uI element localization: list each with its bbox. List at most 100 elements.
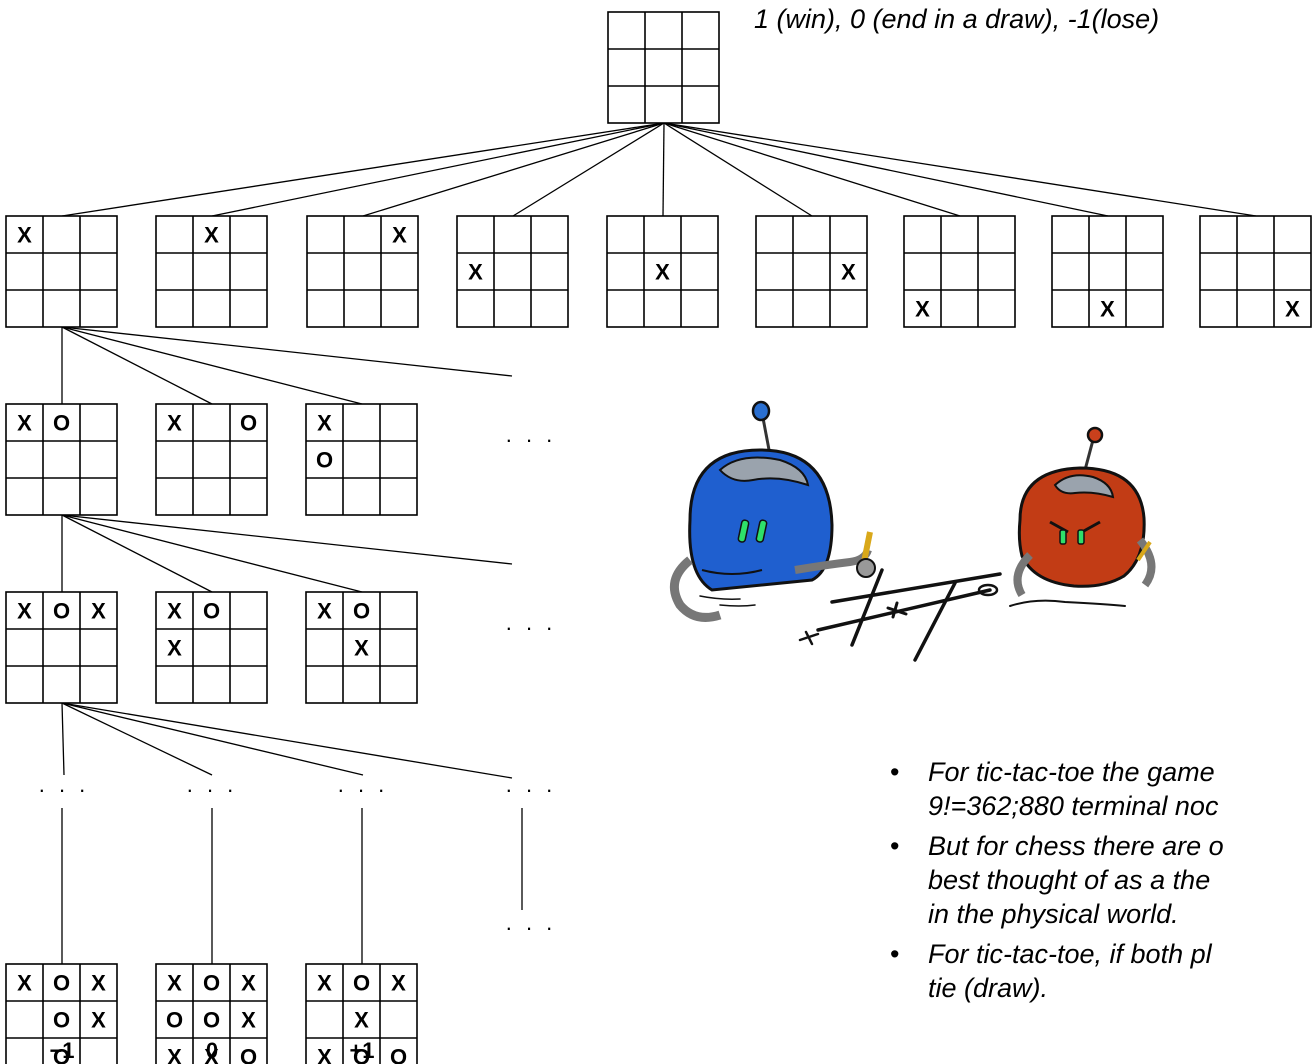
tree-edge xyxy=(61,514,363,593)
board-cell-mark: O xyxy=(203,971,220,996)
board-cell-mark: X xyxy=(317,599,332,624)
board-cell-mark: X xyxy=(354,1008,369,1033)
board-cell-mark: X xyxy=(167,1045,182,1064)
tree-edge xyxy=(61,326,363,405)
ellipsis: . . . xyxy=(506,422,557,447)
board-cell-mark: X xyxy=(167,411,182,436)
level1-board: X xyxy=(606,215,719,328)
board-cell-mark: O xyxy=(166,1008,183,1033)
robots-illustration xyxy=(669,400,1156,662)
blue-robot xyxy=(669,400,876,622)
bullet-list: For tic-tac-toe the game 9!=362;880 term… xyxy=(890,755,1314,1011)
board-cell-mark: X xyxy=(204,1045,219,1064)
board-cell-mark: O xyxy=(53,1045,70,1064)
board-cell-mark: O xyxy=(316,448,333,473)
tree-edge xyxy=(61,702,65,776)
utility-value: −1 xyxy=(49,1038,74,1063)
utility-labels: −1 0 +1 xyxy=(49,1038,374,1063)
ellipsis: . . . xyxy=(338,772,389,797)
tree-edge xyxy=(663,122,1257,217)
bullet-line: For tic-tac-toe the game xyxy=(928,757,1215,787)
board-cell-mark: X xyxy=(317,1045,332,1064)
tree-edge xyxy=(662,122,665,217)
tree-edge xyxy=(61,326,213,405)
board-cell-mark: X xyxy=(354,636,369,661)
board-cell-mark: X xyxy=(17,599,32,624)
board-cell-mark: X xyxy=(91,599,106,624)
board-cell-mark: X xyxy=(17,971,32,996)
board-cell-mark: O xyxy=(53,1008,70,1033)
ellipsis: . . . xyxy=(506,610,557,635)
board-cell-mark: X xyxy=(392,223,407,248)
bullet-line: 9!=362;880 terminal noc xyxy=(928,791,1219,821)
board-cell-mark: O xyxy=(390,1045,407,1064)
tree-edge xyxy=(211,122,665,217)
board-cell-mark: O xyxy=(353,1045,370,1064)
ellipsis: . . . xyxy=(506,910,557,935)
tree-edge xyxy=(61,514,513,565)
level1-board: X xyxy=(755,215,868,328)
tic-tac-toe-sketch xyxy=(699,568,1126,662)
board-cell-mark: O xyxy=(53,411,70,436)
board-cell-mark: X xyxy=(241,1008,256,1033)
tree-edge xyxy=(61,326,513,377)
tree-edge xyxy=(663,122,813,217)
level1-board: X xyxy=(1051,215,1164,328)
level1-board: X xyxy=(903,215,1016,328)
red-robot xyxy=(1013,426,1156,598)
board-cell-mark: X xyxy=(167,599,182,624)
level1-board: X xyxy=(456,215,569,328)
tree-edge xyxy=(362,122,665,217)
ellipsis: . . . xyxy=(187,772,238,797)
board-cell-mark: X xyxy=(91,1008,106,1033)
board-cell-mark: X xyxy=(915,297,930,322)
utility-note: 1 (win), 0 (end in a draw), -1(lose) xyxy=(754,4,1160,34)
board-cell-mark: O xyxy=(353,599,370,624)
tree-edge xyxy=(61,122,665,217)
level1-board: X xyxy=(306,215,419,328)
board-cell-mark: O xyxy=(353,971,370,996)
utility-value: +1 xyxy=(349,1038,374,1063)
board-cell-mark: X xyxy=(317,411,332,436)
bullet-line: But for chess there are o xyxy=(928,831,1224,861)
ellipsis: . . . xyxy=(506,772,557,797)
bullet-item: For tic-tac-toe the game 9!=362;880 term… xyxy=(890,755,1314,823)
bullet-line: For tic-tac-toe, if both pl xyxy=(928,939,1212,969)
bullet-line: in the physical world. xyxy=(928,899,1179,929)
board-cell-mark: O xyxy=(53,599,70,624)
board-cell-mark: X xyxy=(167,971,182,996)
board-cell-mark: X xyxy=(1285,297,1300,322)
tree-edge xyxy=(61,702,513,779)
board-cell-mark: O xyxy=(203,1008,220,1033)
utility-value: 0 xyxy=(206,1038,218,1063)
tree-edge xyxy=(512,122,665,217)
tree-edges xyxy=(61,122,1257,964)
tree-edge xyxy=(663,122,961,217)
board-cell-mark: O xyxy=(240,1045,257,1064)
board-cell-mark: X xyxy=(841,260,856,285)
board-cell-mark: X xyxy=(468,260,483,285)
level1-board: X xyxy=(155,215,268,328)
bullet-item: But for chess there are o best thought o… xyxy=(890,829,1314,931)
board-cell-mark: X xyxy=(17,223,32,248)
board-cell-mark: O xyxy=(53,971,70,996)
board-cell-mark: X xyxy=(91,971,106,996)
bullet-item: For tic-tac-toe, if both pl tie (draw). xyxy=(890,937,1314,1005)
root-board xyxy=(607,11,720,124)
board-cell-mark: X xyxy=(241,971,256,996)
board-cell-mark: O xyxy=(240,411,257,436)
bullet-line: best thought of as a the xyxy=(928,865,1211,895)
board-cell-mark: X xyxy=(167,636,182,661)
board-cell-mark: X xyxy=(391,971,406,996)
board-cell-mark: X xyxy=(17,411,32,436)
board-cell-mark: X xyxy=(317,971,332,996)
